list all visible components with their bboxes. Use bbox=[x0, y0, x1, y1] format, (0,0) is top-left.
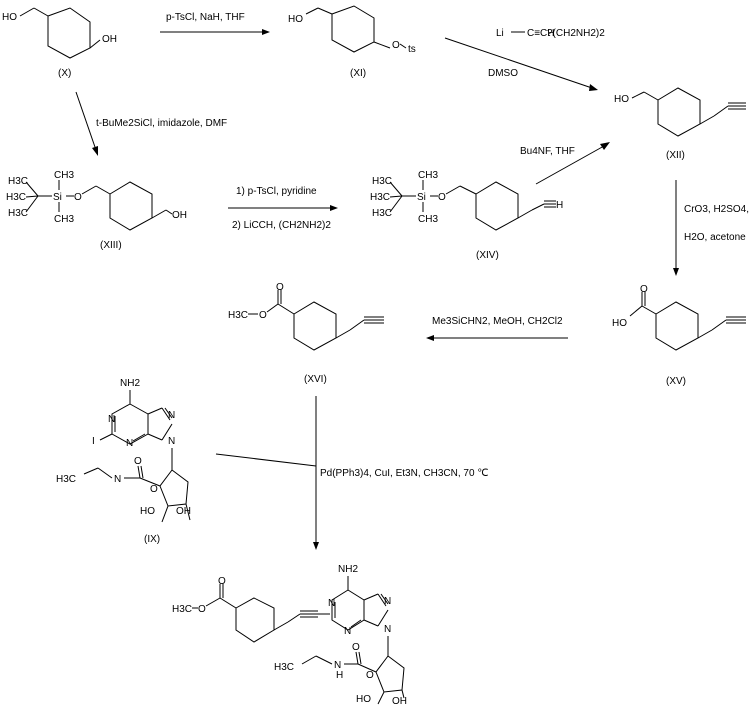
reagent-xiii-to-xiv-step1: 1) p-TsCl, pyridine bbox=[236, 186, 317, 197]
atom-label: HO bbox=[612, 318, 627, 329]
atom-label: H3C bbox=[274, 662, 294, 673]
atom-label: HO bbox=[140, 506, 155, 517]
atom-label: O bbox=[276, 282, 284, 293]
arrow-xi-to-xii bbox=[444, 37, 593, 89]
atom-label: H3C bbox=[372, 176, 392, 187]
atom-label: O bbox=[218, 576, 226, 587]
compound-xiv-structure: H3C H3C H3C Si CH3 CH3 O H bbox=[370, 170, 563, 231]
atom-label: N bbox=[114, 474, 121, 485]
atom-label: O bbox=[259, 310, 267, 321]
compound-label-xiv: (XIV) bbox=[476, 250, 499, 261]
atom-label: N bbox=[108, 414, 115, 425]
arrow-head bbox=[313, 542, 319, 550]
atom-label: H3C bbox=[370, 192, 390, 203]
compound-label-ix: (IX) bbox=[144, 534, 160, 545]
atom-label: O bbox=[198, 604, 206, 615]
atom-label: H bbox=[556, 200, 563, 211]
compound-x-structure: HO OH bbox=[2, 7, 117, 59]
atom-label: OH bbox=[176, 506, 191, 517]
compound-label-xvi: (XVI) bbox=[304, 374, 327, 385]
atom-label: H3C bbox=[8, 176, 28, 187]
atom-label: N bbox=[328, 598, 335, 609]
atom-label: H3C bbox=[8, 208, 28, 219]
reagent-xv-to-xvi: Me3SiCHN2, MeOH, CH2Cl2 bbox=[432, 316, 563, 327]
reagent-xi-to-xii-alkyne: C≡CH bbox=[527, 28, 555, 39]
atom-label: CH3 bbox=[54, 170, 74, 181]
arrow-head bbox=[426, 335, 434, 341]
compound-label-x: (X) bbox=[58, 68, 71, 79]
atom-label: Si bbox=[53, 192, 62, 203]
atom-label: N bbox=[126, 438, 133, 449]
atom-label: NH2 bbox=[120, 378, 140, 389]
arrow-head bbox=[589, 84, 598, 91]
arrow-x-to-xiii bbox=[75, 91, 97, 151]
atom-label: N bbox=[344, 626, 351, 637]
compound-xiii-structure: H3C H3C H3C Si CH3 CH3 O OH bbox=[6, 170, 187, 231]
reagent-coupling: Pd(PPh3)4, CuI, Et3N, CH3CN, 70 ℃ bbox=[320, 468, 489, 479]
reagent-xii-to-xv-1: CrO3, H2SO4, bbox=[684, 204, 749, 215]
arrow-head bbox=[600, 142, 610, 150]
atom-label: HO bbox=[2, 12, 17, 23]
atom-label: HO bbox=[356, 694, 371, 705]
atom-label: N bbox=[168, 410, 175, 421]
reagent-xi-to-xii-solvent: ?(CH2NH2)2 bbox=[547, 28, 605, 39]
compound-label-xi: (XI) bbox=[350, 68, 366, 79]
atom-label: H3C bbox=[372, 208, 392, 219]
final-product-structure: H3C O O NH2 N N N N O HO OH bbox=[172, 564, 407, 707]
atom-label: O bbox=[438, 192, 446, 203]
arrow-head bbox=[262, 29, 270, 35]
atom-label: Si bbox=[417, 192, 426, 203]
atom-label: H3C bbox=[172, 604, 192, 615]
reagent-xi-to-xii-dmso: DMSO bbox=[488, 68, 518, 79]
atom-label: O bbox=[392, 40, 400, 51]
atom-label: H3C bbox=[56, 474, 76, 485]
atom-label: N bbox=[384, 624, 391, 635]
reagent-xi-to-xii-li: Li bbox=[496, 28, 504, 39]
atom-label: OH bbox=[102, 34, 117, 45]
atom-label: OH bbox=[172, 210, 187, 221]
compound-xi-structure: HO O ts bbox=[288, 5, 416, 55]
atom-label: CH3 bbox=[418, 170, 438, 181]
compound-label-xii: (XII) bbox=[666, 150, 685, 161]
atom-label: HO bbox=[288, 14, 303, 25]
atom-label: HO bbox=[614, 94, 629, 105]
arrow-head bbox=[330, 205, 338, 211]
atom-label: N bbox=[384, 596, 391, 607]
arrow-head bbox=[673, 268, 679, 276]
atom-label: I bbox=[92, 436, 95, 447]
compound-label-xiii: (XIII) bbox=[100, 240, 122, 251]
atom-label: H3C bbox=[6, 192, 26, 203]
reagent-xiii-to-xiv-step2: 2) LiCCH, (CH2NH2)2 bbox=[232, 220, 331, 231]
atom-label: NH2 bbox=[338, 564, 358, 575]
reagent-xii-to-xv-2: H2O, acetone bbox=[684, 232, 746, 243]
atom-label: H bbox=[336, 670, 343, 681]
arrow-xiv-to-xii bbox=[535, 145, 605, 185]
compound-label-xv: (XV) bbox=[666, 376, 686, 387]
reagent-x-to-xiii: t-BuMe2SiCl, imidazole, DMF bbox=[96, 118, 227, 129]
reagent-x-to-xi: p-TsCl, NaH, THF bbox=[166, 12, 245, 23]
atom-label: N bbox=[334, 660, 341, 671]
compound-xvi-structure: H3C O O bbox=[228, 282, 384, 351]
compound-xv-structure: O HO bbox=[612, 284, 746, 351]
atom-label: CH3 bbox=[418, 214, 438, 225]
compound-xii-structure: HO bbox=[614, 87, 746, 137]
atom-label: O bbox=[366, 670, 374, 681]
reagent-xiv-to-xii: Bu4NF, THF bbox=[520, 146, 575, 157]
atom-label: O bbox=[74, 192, 82, 203]
atom-label: H3C bbox=[228, 310, 248, 321]
arrow-head bbox=[92, 146, 98, 156]
atom-label: N bbox=[168, 436, 175, 447]
arrow-coupling-branch bbox=[215, 453, 317, 467]
atom-label: OH bbox=[392, 696, 407, 707]
atom-label: O bbox=[352, 642, 360, 653]
atom-label: ts bbox=[408, 44, 416, 55]
compound-ix-structure: NH2 N N I N N O HO OH O N H3C bbox=[56, 378, 191, 523]
atom-label: O bbox=[640, 284, 648, 295]
atom-label: O bbox=[134, 456, 142, 467]
atom-label: CH3 bbox=[54, 214, 74, 225]
atom-label: O bbox=[150, 484, 158, 495]
